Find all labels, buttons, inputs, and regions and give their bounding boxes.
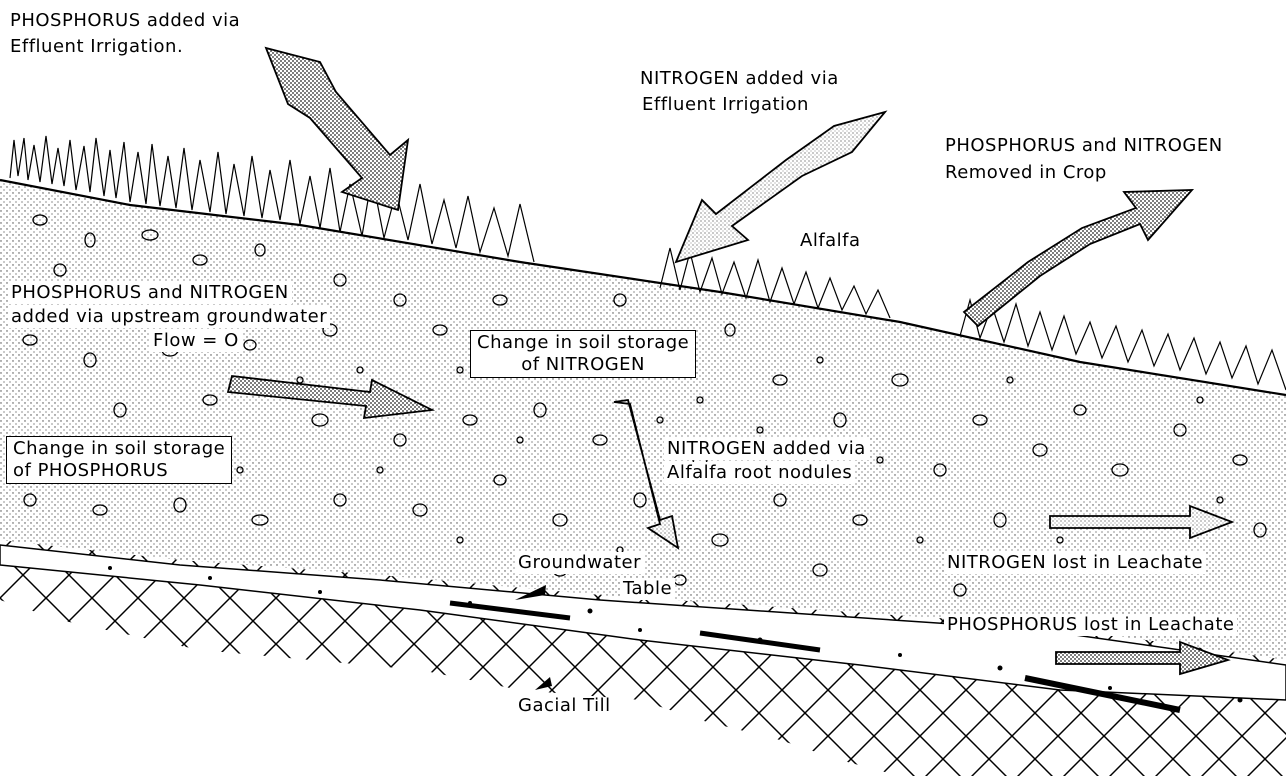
label-upstream-3: Flow = O <box>150 330 242 352</box>
label-phosphorus-irrigation-1: PHOSPHORUS added via <box>10 10 240 32</box>
label-groundwater-1: Groundwater <box>515 552 644 574</box>
soil-storage-phosphorus-box: Change in soil storage of PHOSPHORUS <box>6 436 232 484</box>
label-nitrogen-irrigation-2: Effluent Irrigation <box>642 94 809 116</box>
soil-storage-phosphorus-line2: of PHOSPHORUS <box>13 460 225 482</box>
soil-storage-nitrogen-box: Change in soil storage of NITROGEN <box>470 330 696 378</box>
arrow-phosphorus-irrigation <box>266 48 408 210</box>
label-upstream-1: PHOSPHORUS and NITROGEN <box>8 282 292 304</box>
label-nitrogen-leachate: NITROGEN lost in Leachate <box>944 552 1206 574</box>
label-phosphorus-irrigation-2: Effluent Irrigation. <box>10 36 183 58</box>
label-glacial-till: Gacial Till <box>518 695 611 717</box>
label-removed-crop-1: PHOSPHORUS and NITROGEN <box>945 135 1223 157</box>
arrow-removed-in-crop <box>964 190 1192 326</box>
label-groundwater-2: Table <box>620 578 675 600</box>
label-nitrogen-irrigation-1: NITROGEN added via <box>640 68 839 90</box>
soil-storage-nitrogen-line2: of NITROGEN <box>477 354 689 376</box>
label-phosphorus-leachate: PHOSPHORUS lost in Leachate <box>944 614 1237 636</box>
label-removed-crop-2: Removed in Crop <box>945 162 1107 184</box>
soil-storage-nitrogen-line1: Change in soil storage <box>477 332 689 354</box>
label-root-nodules-1: NITROGEN added via <box>664 438 869 460</box>
label-alfalfa: Alfalfa <box>800 230 861 252</box>
label-upstream-2: added via upstream groundwater <box>8 306 330 328</box>
soil-storage-phosphorus-line1: Change in soil storage <box>13 438 225 460</box>
label-root-nodules-2: Alfalfa root nodules <box>664 462 855 484</box>
